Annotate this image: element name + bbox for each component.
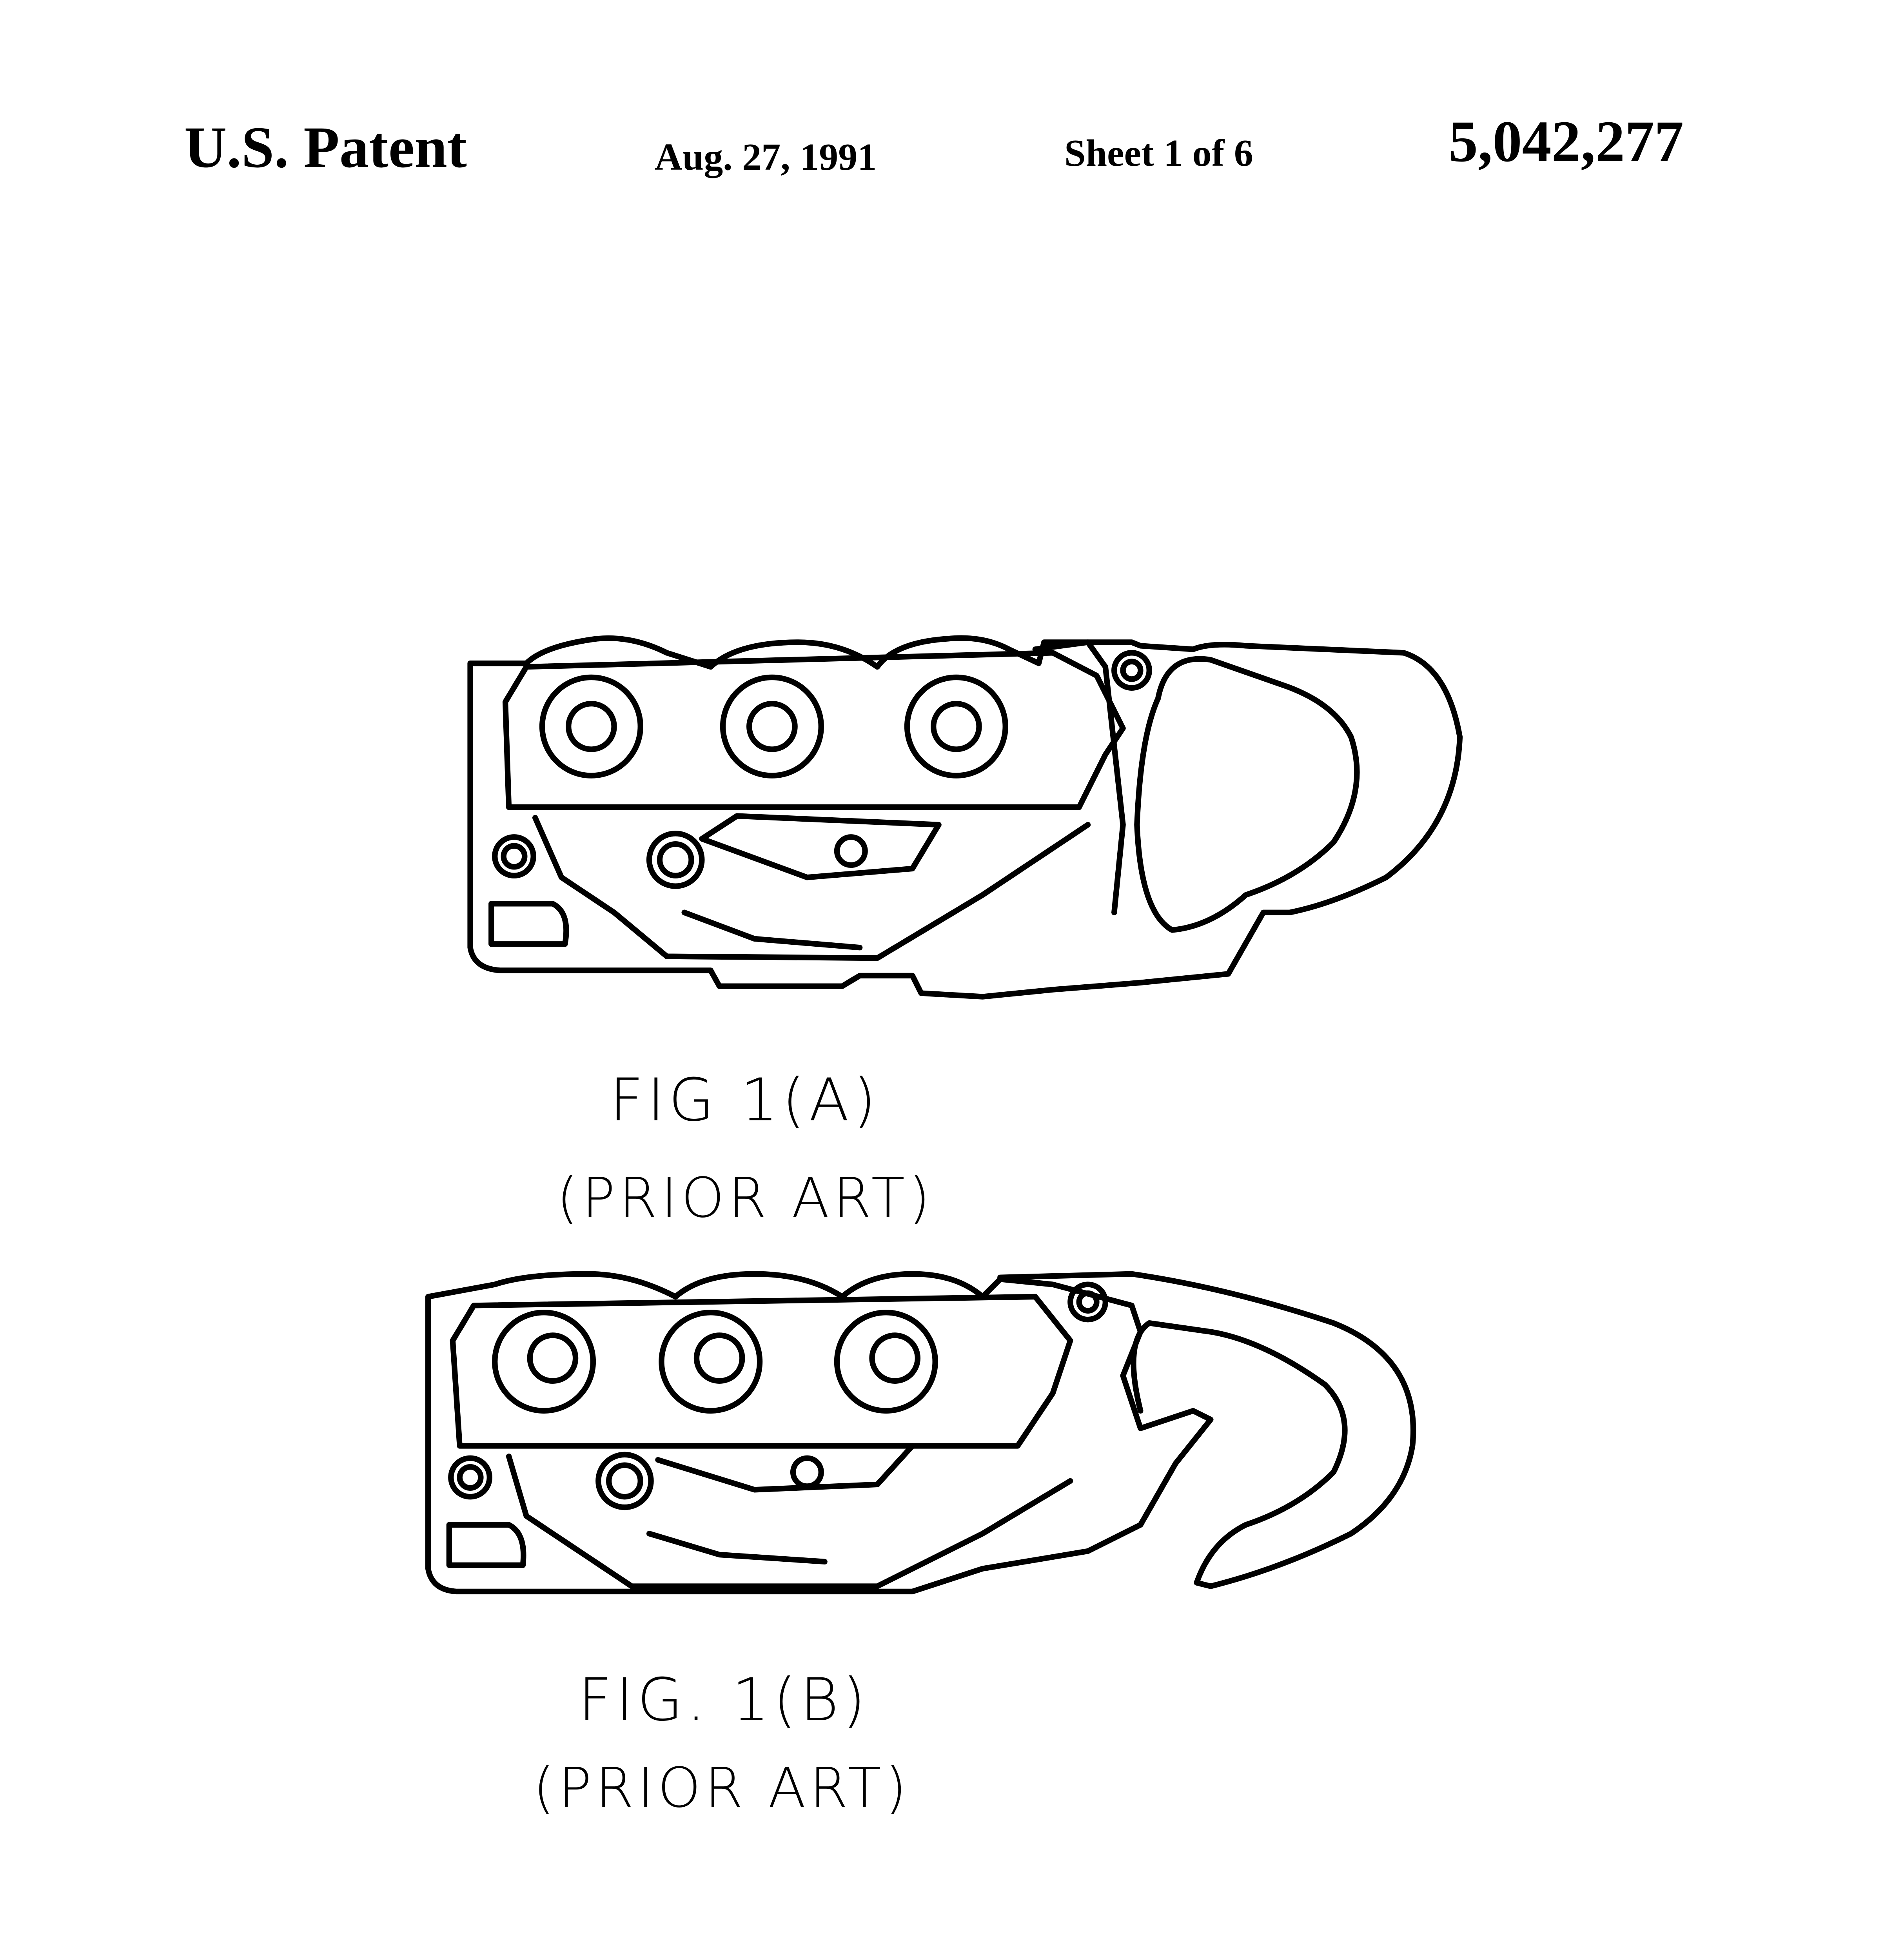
patent-sheet: U.S. Patent Aug. 27, 1991 Sheet 1 of 6 5… [184, 109, 1684, 1820]
patent-header-title: U.S. Patent [184, 115, 467, 180]
figure-1b-note: (PRIOR ART) [533, 1756, 911, 1820]
sheet-number: Sheet 1 of 6 [1064, 132, 1253, 174]
figure-1b-lock-open [425, 1271, 1416, 1595]
figure-1a-note: (PRIOR ART) [557, 1166, 934, 1230]
figure-1a-lock-closed [467, 635, 1463, 1000]
figure-1a-label: FIG 1(A) [610, 1066, 880, 1134]
patent-drawings [425, 635, 1463, 1595]
patent-date: Aug. 27, 1991 [655, 136, 877, 178]
patent-number: 5,042,277 [1448, 109, 1684, 174]
figure-1b-label: FIG. 1(B) [578, 1666, 869, 1734]
